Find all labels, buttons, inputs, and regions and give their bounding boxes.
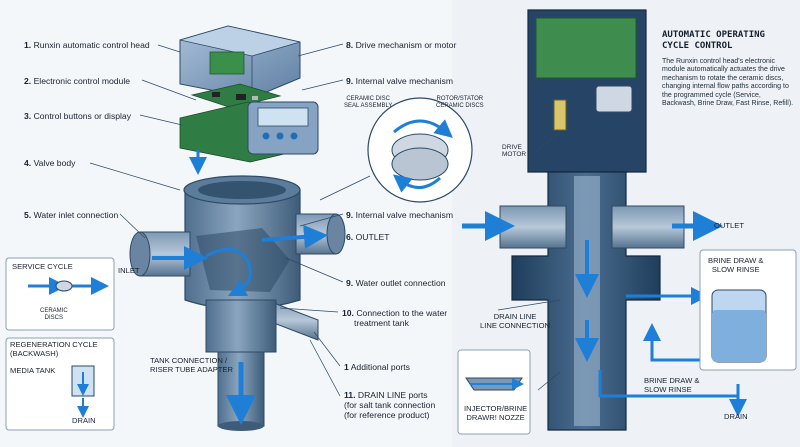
cross-section-head — [527, 9, 647, 173]
label-control-head: 1. Runxin automatic control head — [24, 40, 150, 50]
label-tank-connection: 10. Connection to the water treatment ta… — [342, 308, 448, 328]
injector-box — [457, 349, 531, 435]
regen-drain: DRAIN — [72, 416, 96, 425]
label-drain-line-ports: 11. DRAIN LINE ports(for salt tank conne… — [344, 390, 436, 420]
label-inlet: INLET — [118, 266, 140, 275]
label-tank-riser: TANK CONNECTION /RISER TUBE ADAPTER — [150, 356, 233, 374]
label-drive-mechanism: 8. Drive mechanism or motor — [346, 40, 457, 50]
valve-body — [129, 175, 346, 431]
display-module — [179, 101, 319, 163]
label-internal-valve-top: 9. Internal valve mechanism — [346, 76, 454, 86]
brine-tank — [699, 249, 797, 371]
brine-draw-slow-rinse: BRINE DRAW &SLOW RINSE — [644, 376, 700, 394]
label-control-buttons: 3. Control buttons or display — [24, 111, 132, 121]
label-water-outlet-connection: 9. Water outlet connection — [346, 278, 446, 288]
regeneration-cycle-box — [5, 337, 115, 431]
label-valve-body: 4. Valve body — [24, 158, 76, 168]
control-head-cover — [179, 25, 301, 99]
label-electronic-module: 2. Electronic control module — [24, 76, 131, 86]
right-label-outlet: OUTLET — [714, 221, 744, 230]
regen-media-tank: MEDIA TANK — [10, 366, 56, 375]
inset-valve-mechanism — [367, 97, 473, 203]
brine-box-title: BRINE DRAW &SLOW RINSE — [708, 256, 764, 274]
right-label-drain: DRAIN — [724, 412, 748, 421]
electronic-module — [190, 83, 282, 109]
label-water-inlet: 5. Water inlet connection — [24, 210, 119, 220]
label-additional-ports: 1 Additional ports — [344, 362, 410, 372]
label-outlet: 6. OUTLET — [346, 232, 390, 242]
service-cycle-title: SERVICE CYCLE — [12, 262, 73, 271]
label-internal-valve: 9. Internal valve mechanism — [346, 210, 454, 220]
regen-cycle-title: REGENERATION CYCLE(BACKWASH) — [10, 340, 98, 358]
service-cycle-box — [5, 257, 115, 331]
panel-description: The Runxin control head's electronic mod… — [662, 58, 794, 108]
cross-section-body — [499, 171, 685, 431]
